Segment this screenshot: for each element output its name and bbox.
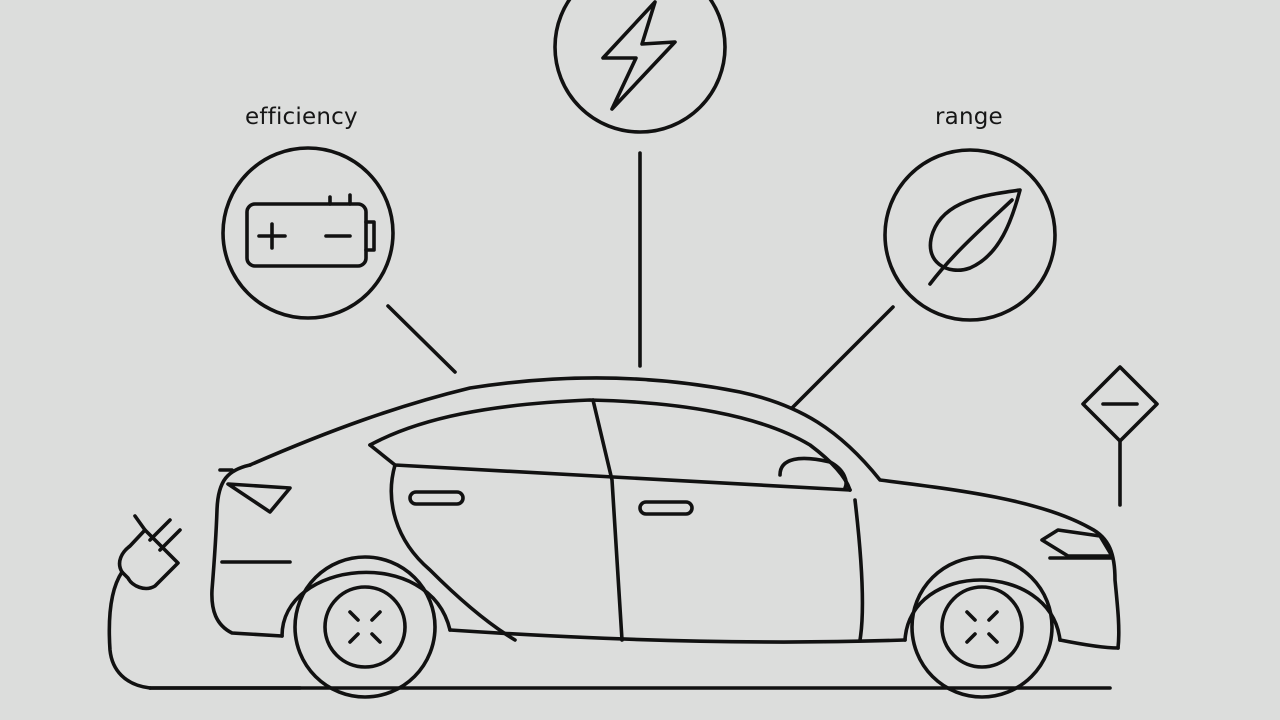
efficiency-label: efficiency xyxy=(245,104,358,130)
battery-badge xyxy=(221,146,457,374)
lightning-bolt-icon xyxy=(601,0,677,111)
leaf-connector-line xyxy=(790,305,895,410)
leaf-badge xyxy=(790,148,1057,410)
battery-circle xyxy=(221,146,395,320)
charging-plug-icon xyxy=(107,514,302,690)
road-sign-icon xyxy=(1081,365,1159,507)
range-label: range xyxy=(935,104,1003,130)
lightning-badge xyxy=(553,0,727,368)
leaf-circle xyxy=(883,148,1057,322)
battery-icon xyxy=(245,193,376,268)
battery-connector-line xyxy=(386,304,457,374)
lightning-circle xyxy=(553,0,727,134)
electric-car-illustration xyxy=(148,376,1121,699)
leaf-icon xyxy=(928,188,1022,286)
